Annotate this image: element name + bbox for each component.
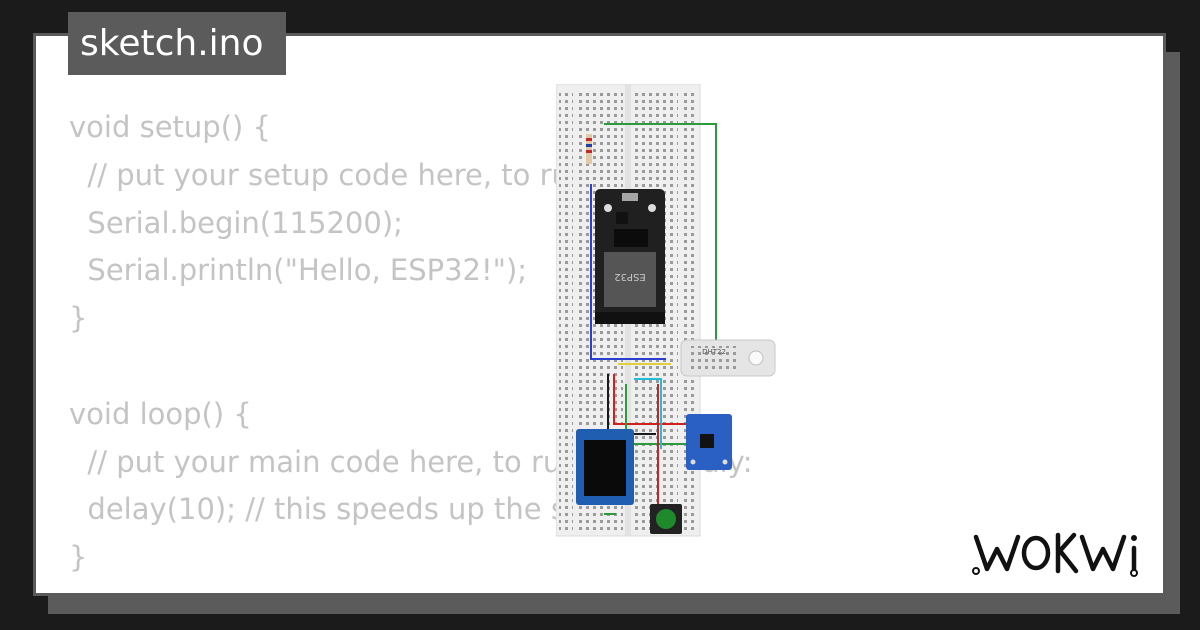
preview-card: void setup() { // put your setup code he… bbox=[33, 33, 1166, 596]
wokwi-logo bbox=[972, 532, 1138, 577]
code-line: // put your setup code here, to run once… bbox=[69, 157, 678, 192]
esp32-board: ESP32 bbox=[595, 189, 665, 324]
code-line: } bbox=[69, 301, 88, 336]
code-line: void loop() { bbox=[69, 396, 252, 431]
code-line: Serial.begin(115200); bbox=[69, 205, 403, 240]
mpu6050-sensor bbox=[686, 414, 732, 470]
code-line: } bbox=[69, 540, 88, 575]
code-line: void setup() { bbox=[69, 110, 271, 144]
file-tab[interactable]: sketch.ino bbox=[68, 12, 286, 75]
code-line: Serial.println("Hello, ESP32!"); bbox=[69, 253, 528, 288]
push-button[interactable] bbox=[650, 504, 682, 534]
circuit-diagram[interactable]: ESP32 DHT22 bbox=[556, 84, 796, 544]
dht22-sensor: DHT22 bbox=[680, 339, 776, 377]
code-editor[interactable]: void setup() { // put your setup code he… bbox=[69, 104, 753, 582]
resistor-top bbox=[586, 134, 592, 164]
oled-display bbox=[576, 429, 634, 505]
esp32-chip-label: ESP32 bbox=[614, 271, 645, 282]
dht22-label: DHT22 bbox=[702, 348, 726, 356]
